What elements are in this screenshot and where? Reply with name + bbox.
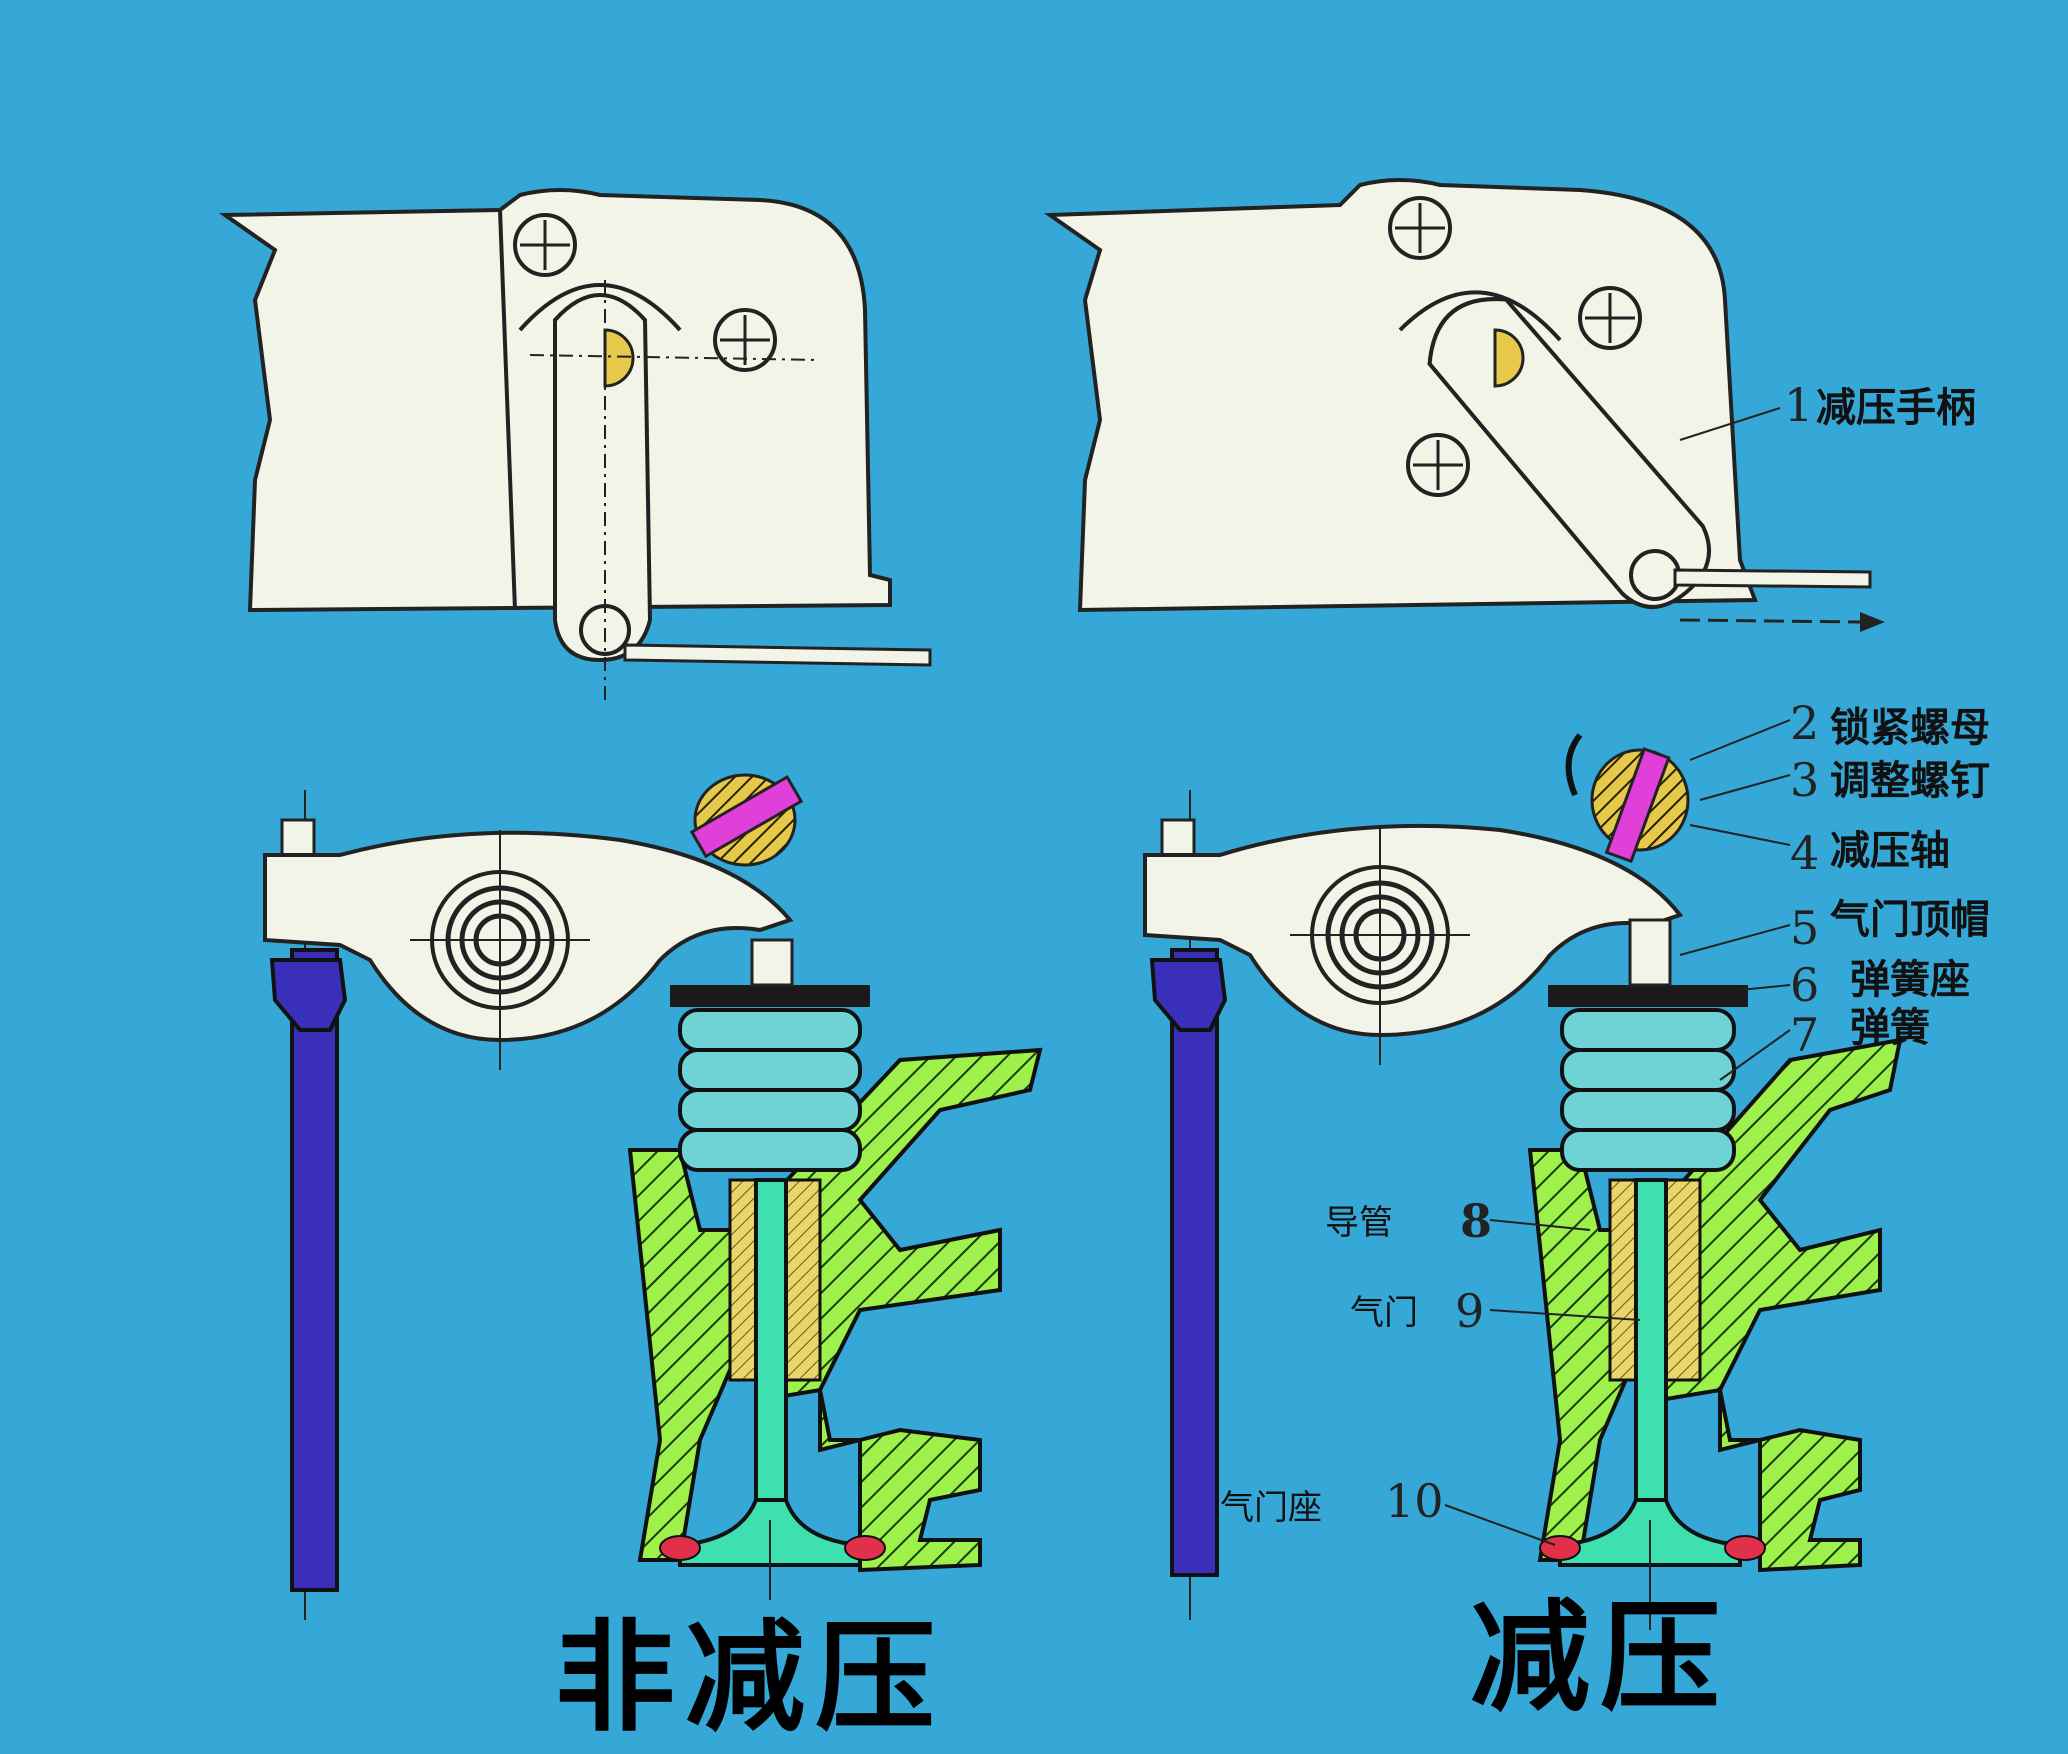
part-number-9: 9	[1455, 1284, 1485, 1338]
part-label-3: 调整螺钉	[1830, 758, 1990, 804]
rotation-arrow	[1565, 733, 1583, 797]
valve-seat	[1724, 1535, 1766, 1561]
adjust-screw	[689, 774, 804, 859]
lever-rod	[623, 643, 932, 667]
part-label-8: 导管	[1325, 1203, 1393, 1243]
caption-non-decompression: 非减压	[555, 1609, 945, 1748]
part-label-7: 弹簧	[1850, 1005, 1930, 1051]
part-label-2: 锁紧螺母	[1830, 705, 1990, 751]
pushrod-top	[1149, 958, 1228, 1032]
valve-stem	[754, 1178, 788, 1522]
top-left-handle-view	[218, 188, 932, 700]
part-number-2: 2	[1790, 696, 1820, 750]
part-label-5: 气门顶帽	[1830, 897, 1990, 943]
top-right-handle-view	[1043, 178, 1885, 632]
pushrod-top	[269, 958, 348, 1032]
valve-spring	[1560, 1008, 1736, 1172]
part-number-3: 3	[1790, 753, 1820, 807]
pushrod	[1170, 948, 1219, 1577]
pivot-bottom	[1629, 549, 1681, 601]
valve-seat	[659, 1535, 701, 1561]
valve-stem	[1634, 1178, 1668, 1522]
valve-seat	[1539, 1535, 1581, 1561]
part-label-4: 减压轴	[1830, 828, 1950, 874]
pushrod	[290, 948, 339, 1592]
part-number-10: 10	[1385, 1474, 1444, 1528]
bottom-left-valve-view	[263, 773, 1043, 1620]
spring-top-seat	[1548, 985, 1748, 1007]
part-label-1: 减压手柄	[1816, 385, 1976, 431]
leader-lines	[1444, 407, 1791, 1546]
valve-seat	[844, 1535, 886, 1561]
shaft-half	[603, 328, 635, 388]
spring-top-seat	[670, 985, 870, 1007]
part-label-9: 气门	[1350, 1293, 1418, 1333]
part-label-10: 气门座	[1220, 1488, 1322, 1528]
part-label-6: 弹簧座	[1850, 957, 1970, 1003]
lever-rod	[1673, 568, 1872, 589]
caption-decompression: 减压	[1470, 1589, 1730, 1728]
valve-cap	[750, 938, 794, 987]
adjust-screw	[1604, 747, 1671, 864]
part-number-8: 8	[1460, 1194, 1493, 1248]
part-number-1: 1	[1784, 378, 1814, 432]
part-number-6: 6	[1790, 958, 1820, 1012]
shaft-half	[1493, 328, 1525, 388]
valve-cap	[1628, 918, 1672, 987]
part-number-4: 4	[1790, 826, 1820, 880]
bottom-right-valve-view	[1143, 733, 1903, 1630]
valve-spring	[678, 1008, 862, 1172]
part-number-5: 5	[1790, 901, 1820, 955]
part-number-7: 7	[1790, 1008, 1820, 1062]
